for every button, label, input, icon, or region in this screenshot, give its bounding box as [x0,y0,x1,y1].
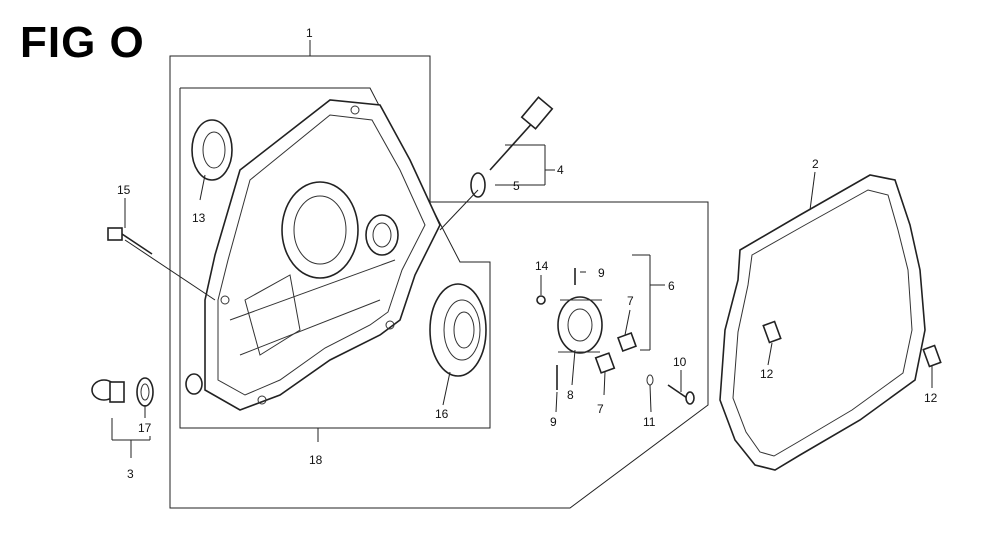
assembly-18-outline [179,87,491,442]
oil-seal-13 [191,119,233,181]
drain-plug-3 [91,379,125,403]
callout-6: 6 [668,279,675,293]
callout-14: 14 [535,259,549,273]
gasket-2 [719,174,926,471]
callout-9a: 9 [598,266,605,280]
callout-1: 1 [306,26,313,40]
callout-3: 3 [127,467,134,481]
bolt-15 [107,227,153,255]
assembly-1-outline [169,40,709,509]
governor-assembly-6 [536,268,637,390]
dowel-pin-12b [922,344,942,368]
callout-15: 15 [117,183,131,197]
callout-12a: 12 [760,367,774,381]
dipstick-4 [489,96,554,171]
governor-shaft-10 [667,384,695,405]
leader-lines [111,144,933,458]
bearing-16 [429,283,487,377]
callout-13: 13 [192,211,206,225]
callout-4: 4 [557,163,564,177]
callout-17: 17 [138,421,152,435]
callout-7a: 7 [627,294,634,308]
callout-5: 5 [513,179,520,193]
callout-7b: 7 [597,402,604,416]
callout-16: 16 [435,407,449,421]
clip-11 [646,374,654,386]
callout-11: 11 [643,415,656,429]
figure-title: FIG O [20,18,145,67]
dowel-pin-12a [762,320,782,344]
callout-8: 8 [567,388,574,402]
callout-18: 18 [309,453,323,467]
callout-2: 2 [812,157,819,171]
callout-10: 10 [673,355,687,369]
washer-near-cover [185,373,203,395]
crankcase-cover [204,99,441,411]
callout-12b: 12 [924,391,938,405]
washer-17 [136,377,154,407]
callout-9b: 9 [550,415,557,429]
o-ring-5 [470,172,486,198]
